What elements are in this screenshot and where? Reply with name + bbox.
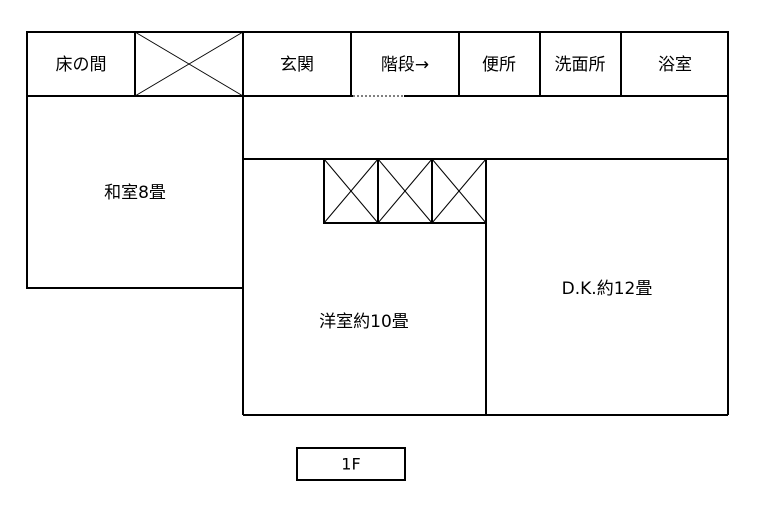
room-label-bath: 浴室 [658, 55, 692, 75]
room-label-washitsu: 和室8畳 [104, 183, 166, 203]
room-label-tokonoma: 床の間 [56, 55, 107, 75]
closet2-cross-b [377, 158, 433, 224]
floor-label: 1F [341, 455, 360, 474]
closet3-cross-b [431, 158, 487, 224]
room-label-washroom: 洗面所 [555, 55, 606, 75]
closet-row-outline [323, 158, 487, 224]
floor-label-box [296, 447, 406, 481]
closet-cross-b [134, 31, 244, 97]
top-row-outline [26, 31, 729, 97]
room-label-toilet: 便所 [482, 55, 516, 75]
room-label-stairs: 階段→ [381, 55, 429, 75]
closet-row [323, 158, 487, 224]
room-label-dk: D.K.約12畳 [562, 279, 653, 299]
top-row [26, 31, 729, 98]
room-label-genkan: 玄関 [280, 55, 314, 75]
room-label-youshitsu: 洋室約10畳 [319, 312, 409, 332]
washitsu-outline [26, 96, 243, 289]
closet1-cross-b [323, 158, 379, 224]
floor-indicator: 1F [296, 447, 406, 481]
